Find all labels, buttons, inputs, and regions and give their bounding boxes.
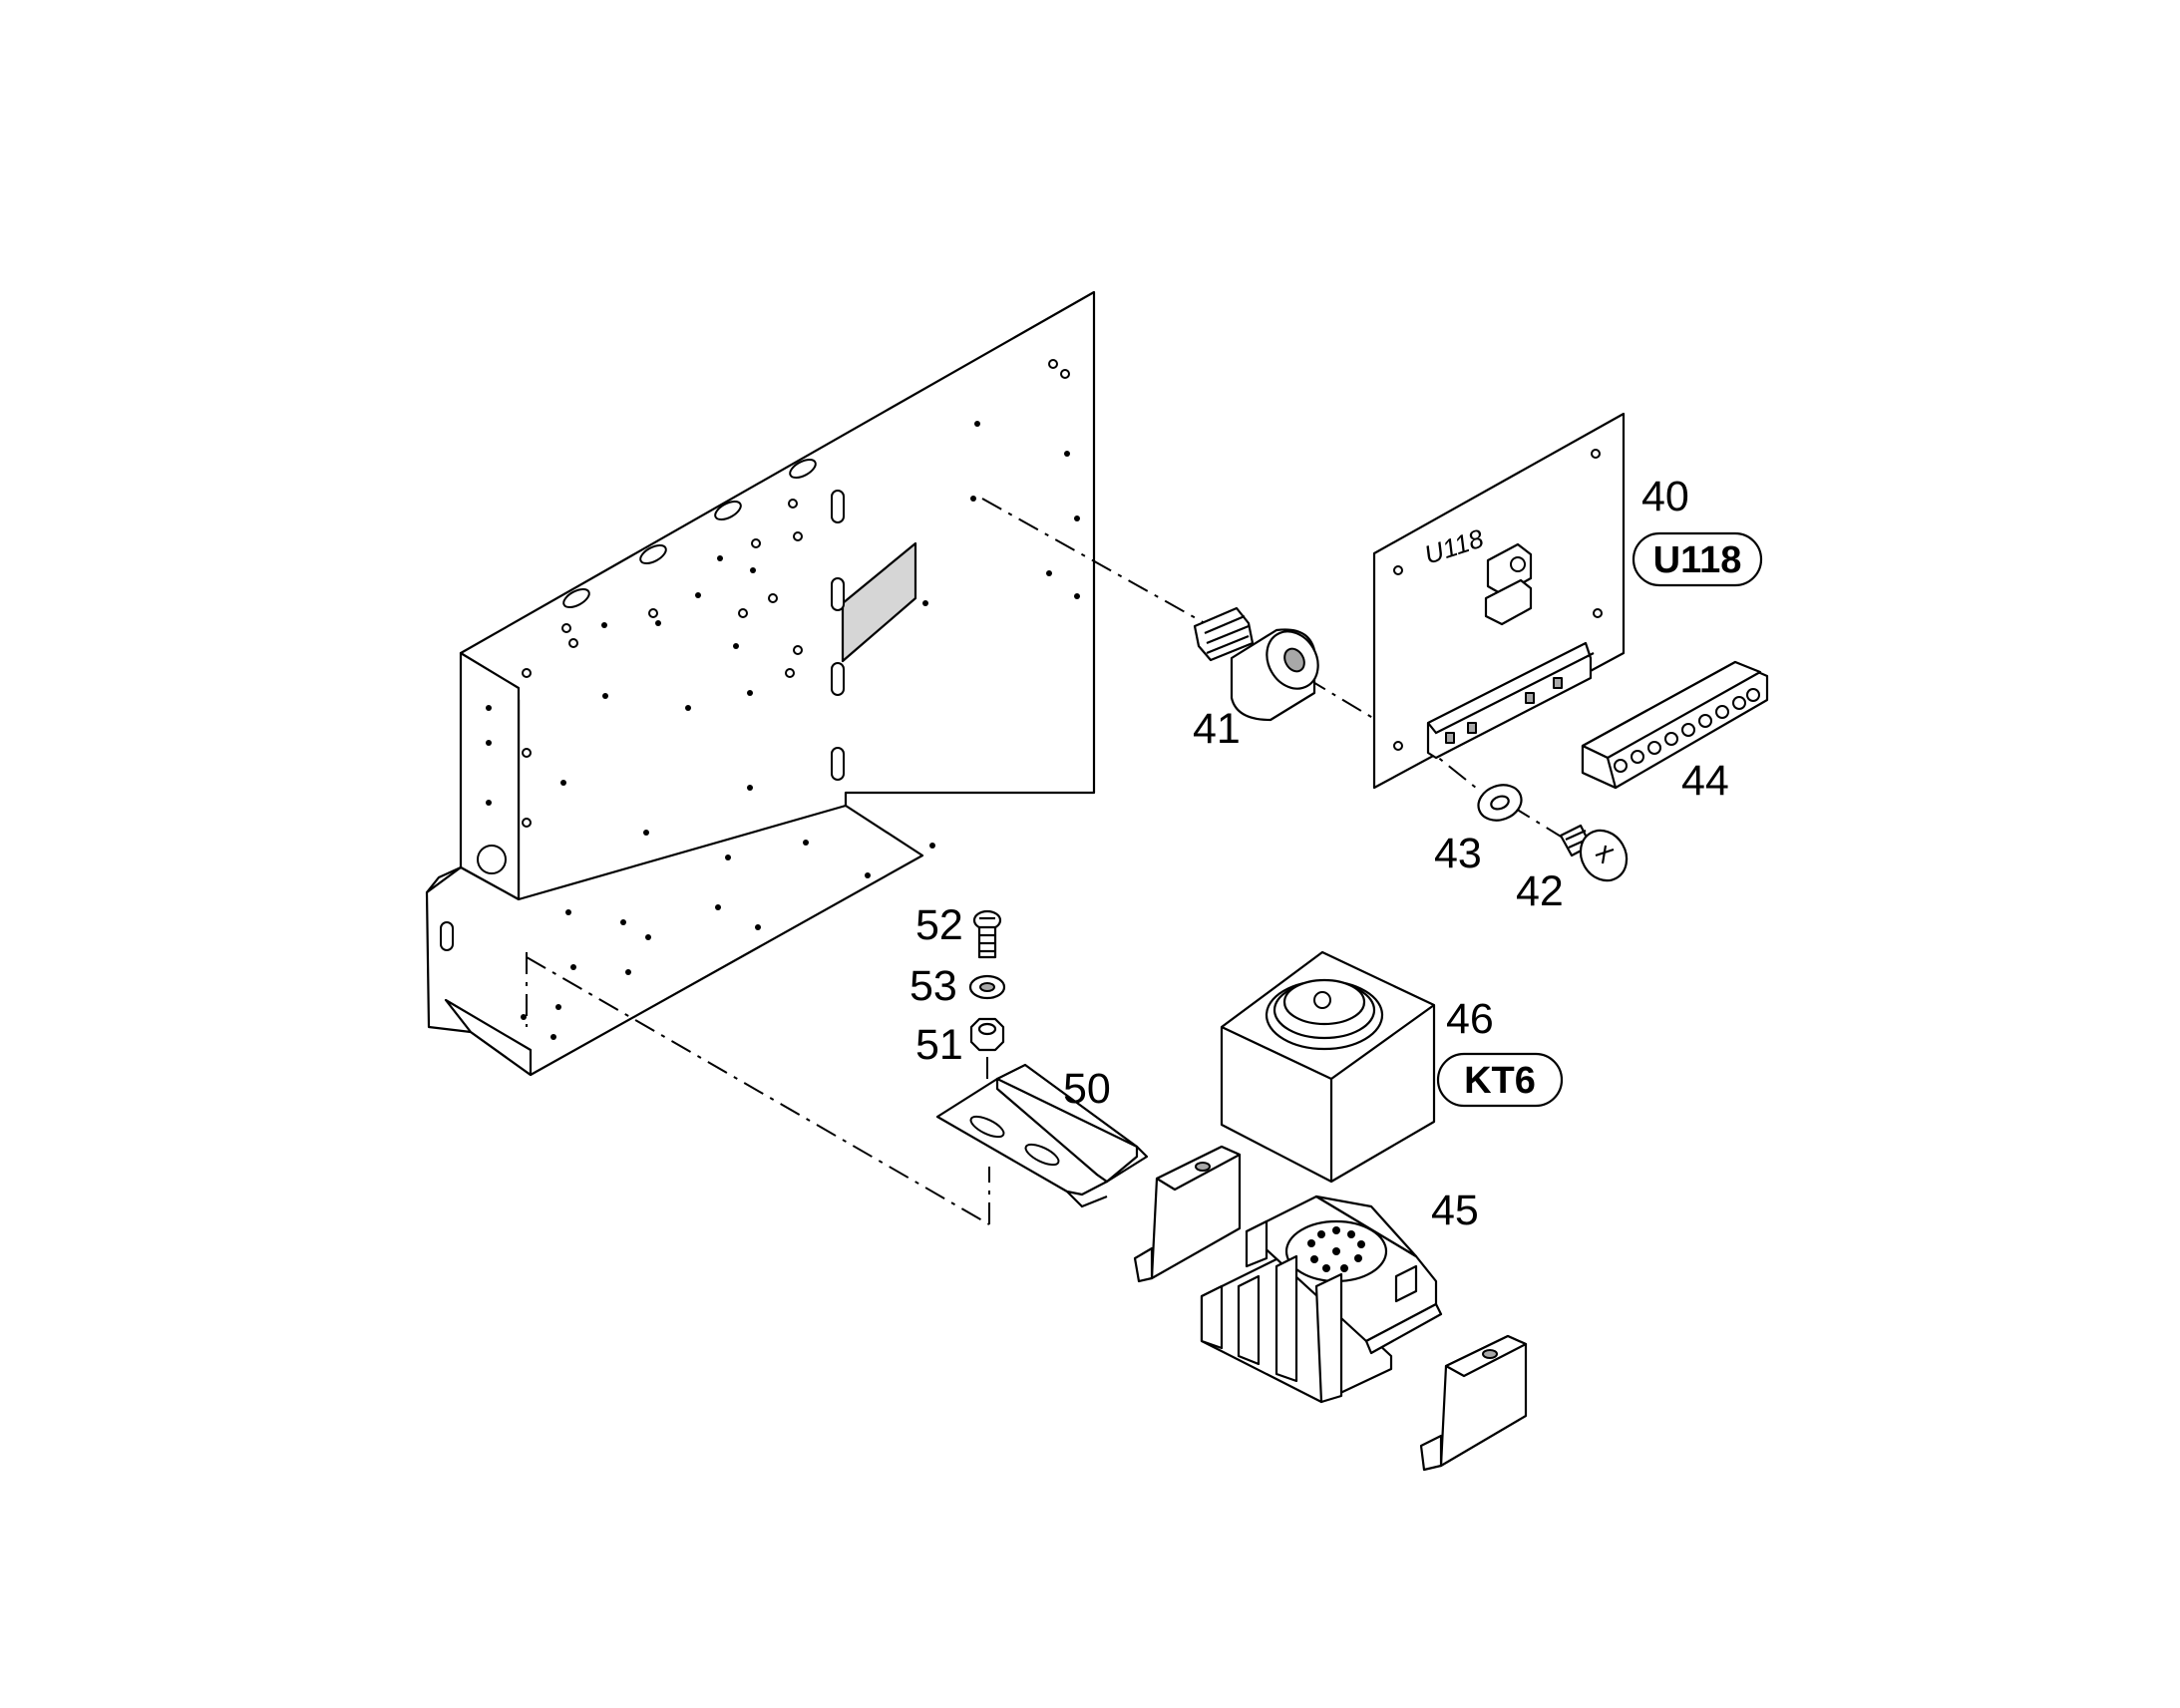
- socket-clip-left: [1133, 1145, 1242, 1283]
- callout-46: 46: [1446, 995, 1494, 1043]
- mounting-plate: [425, 290, 1096, 1077]
- screw: [1559, 824, 1629, 882]
- lock-washer: [968, 974, 1006, 1000]
- din-rail: [935, 1063, 1149, 1208]
- hex-nut: [969, 1017, 1005, 1052]
- callout-40: 40: [1641, 473, 1689, 520]
- tag-u118: U118: [1632, 531, 1763, 587]
- relay-socket: [1133, 1145, 1528, 1472]
- pcb-u118: U118: [1372, 412, 1626, 790]
- bolt: [972, 909, 1002, 959]
- callout-50: 50: [1063, 1065, 1111, 1113]
- callout-53: 53: [909, 962, 957, 1010]
- hardware-stack: [968, 909, 1006, 1052]
- callout-44: 44: [1681, 757, 1729, 805]
- terminal-screws: [1614, 688, 1760, 773]
- socket-clip-right: [1419, 1334, 1528, 1472]
- callout-41: 41: [1193, 705, 1241, 753]
- tag-kt6-text: KT6: [1464, 1060, 1536, 1102]
- tag-u118-text: U118: [1653, 539, 1742, 581]
- pcb-trimmer: [1484, 542, 1533, 626]
- washer: [1477, 784, 1523, 822]
- tag-kt6: KT6: [1436, 1052, 1564, 1108]
- reference-tags: U118 KT6: [1436, 531, 1763, 1108]
- callout-43: 43: [1434, 830, 1482, 877]
- standoff: [1193, 606, 1319, 722]
- callout-51: 51: [915, 1021, 963, 1069]
- plate-holes: [486, 359, 1080, 1040]
- pcb-connector-header: [1426, 641, 1595, 760]
- callout-52: 52: [915, 901, 963, 949]
- terminal-block: [1581, 660, 1769, 790]
- callout-42: 42: [1516, 867, 1564, 915]
- relay-kt6: [1220, 950, 1436, 1184]
- socket-base: [1200, 1195, 1443, 1404]
- callout-45: 45: [1431, 1187, 1479, 1234]
- callout-labels: 40 41 42 43 44 45 46 50 51 52 53: [909, 473, 1729, 1234]
